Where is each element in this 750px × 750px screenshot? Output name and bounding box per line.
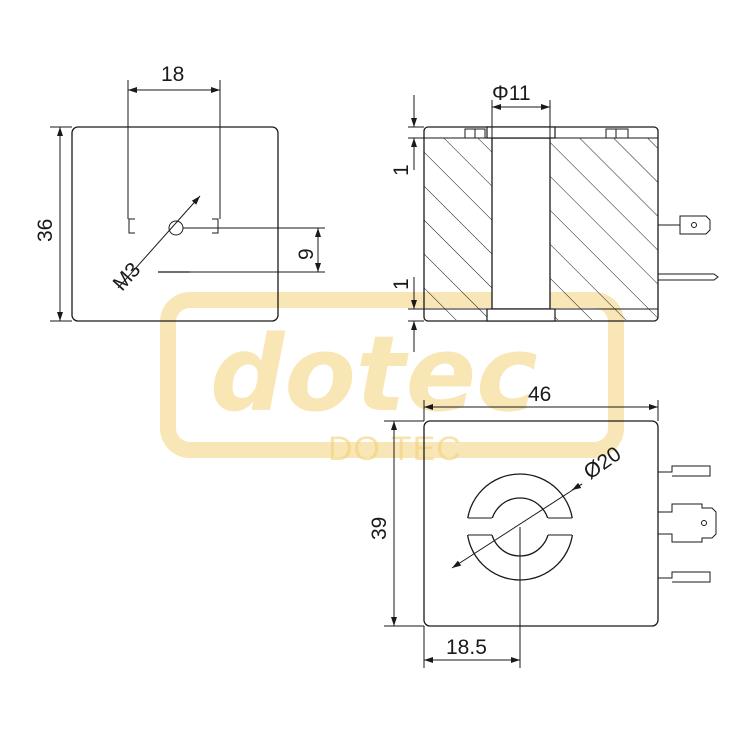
logo-subtext: DO TEC [328, 430, 462, 468]
bottom-terminal-middle [658, 503, 717, 543]
center-offset-dim: 18.5 [446, 636, 487, 659]
section-terminal-lower [658, 273, 719, 281]
top-flange-dim: 1 [390, 164, 413, 176]
left-terminal-slot [128, 218, 135, 234]
left-view-outline [71, 126, 279, 322]
left-width-dim: 18 [161, 63, 184, 86]
right-terminal-slot [212, 218, 219, 234]
bottom-terminal-top [658, 465, 711, 477]
offset-dim: 9 [295, 248, 318, 260]
logo-wordmark: dotec [210, 313, 538, 435]
left-view: 18 36 M3 9 [34, 63, 325, 322]
bottom-width-dim: 46 [528, 383, 551, 406]
section-terminal-upper [658, 215, 711, 235]
section-view: Φ11 1 1 [390, 82, 719, 352]
bottom-flange-dim: 1 [390, 278, 413, 290]
bottom-terminal-bottom [658, 571, 711, 583]
bottom-view-outline [423, 420, 659, 627]
section-bore [491, 137, 551, 310]
bottom-height-dim: 39 [368, 517, 391, 540]
left-height-dim: 36 [34, 219, 57, 242]
bore-dim: Φ11 [492, 82, 531, 105]
